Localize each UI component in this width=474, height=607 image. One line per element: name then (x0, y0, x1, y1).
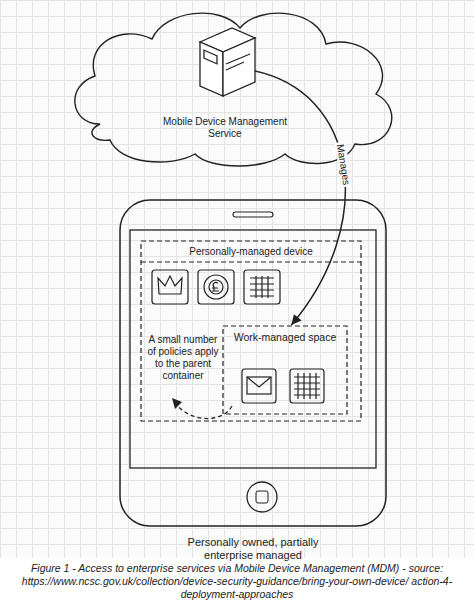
dashed-curve (176, 404, 232, 419)
server-cube (200, 28, 255, 96)
cloud-shape: Mobile Device Management Service (60, 4, 405, 169)
work-app-icons (242, 369, 324, 403)
work-area: Work-managed space (222, 325, 348, 415)
figure-caption: Figure 1 - Access to enterprise services… (4, 562, 470, 601)
personal-area: Personally-managed deviceWork-managed sp… (140, 240, 362, 422)
note-text: A small number of policies apply to the … (146, 334, 220, 382)
connector-line (250, 70, 345, 325)
personal-app-icons (152, 270, 280, 304)
phone-screen (130, 230, 376, 468)
manages-arrow (250, 70, 345, 325)
node-text: Work-managed space (230, 331, 340, 343)
policy-arrow (176, 404, 232, 419)
home-button (247, 482, 277, 512)
phone-body (120, 200, 386, 526)
dashed-outline (141, 241, 361, 421)
header-divider (141, 262, 361, 263)
arrow-head (172, 398, 182, 409)
speaker-slot (233, 212, 273, 217)
dashed-outline (223, 326, 347, 414)
node-text: Personally-managed device (146, 246, 356, 258)
arrow-head (291, 314, 301, 325)
cloud-shape-outline (60, 4, 405, 169)
node-text: Personally owned, partially enterprise m… (168, 536, 338, 561)
home-square (256, 491, 268, 503)
node-text: Mobile Device Management Service (160, 116, 290, 139)
